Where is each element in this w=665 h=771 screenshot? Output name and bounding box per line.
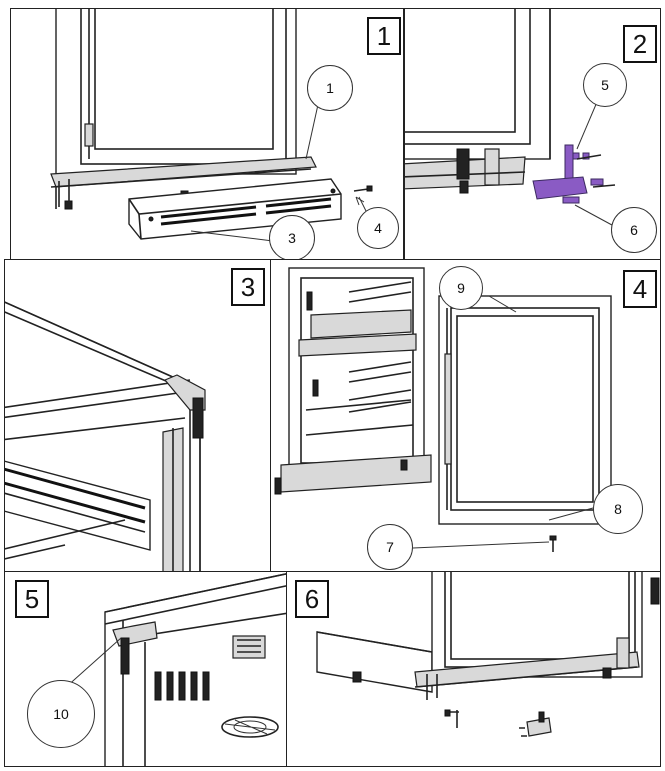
callout-10: 10	[27, 680, 95, 748]
callout-4: 4	[357, 207, 399, 249]
step-4-illustration	[274, 267, 612, 552]
panel-step-5: 5 10	[4, 571, 287, 767]
callout-8: 8	[593, 484, 643, 534]
panel-step-1: 1 1 3 4	[10, 8, 404, 260]
panel-step-3: 3	[4, 259, 272, 572]
panel-step-6: 6	[286, 571, 661, 767]
callout-1: 1	[307, 65, 353, 111]
callout-9: 9	[439, 266, 483, 310]
panel-step-2: 2 5 6	[404, 8, 661, 260]
step-2-illustration	[405, 9, 624, 232]
callout-7: 7	[367, 524, 413, 570]
step-number-2: 2	[623, 25, 657, 63]
step-1-illustration	[50, 9, 373, 242]
callout-5: 5	[583, 63, 627, 107]
step-number-1: 1	[367, 17, 401, 55]
step-number-4: 4	[623, 270, 657, 308]
panel-step-4: 4 9 8 7	[270, 259, 661, 572]
step-5-illustration	[64, 573, 286, 766]
step-number-6: 6	[295, 580, 329, 618]
step-number-3: 3	[231, 268, 265, 306]
callout-6: 6	[611, 207, 657, 253]
step-3-illustration	[5, 301, 206, 571]
step-6-illustration	[316, 572, 660, 737]
callout-3: 3	[269, 215, 315, 259]
step-number-5: 5	[15, 580, 49, 618]
